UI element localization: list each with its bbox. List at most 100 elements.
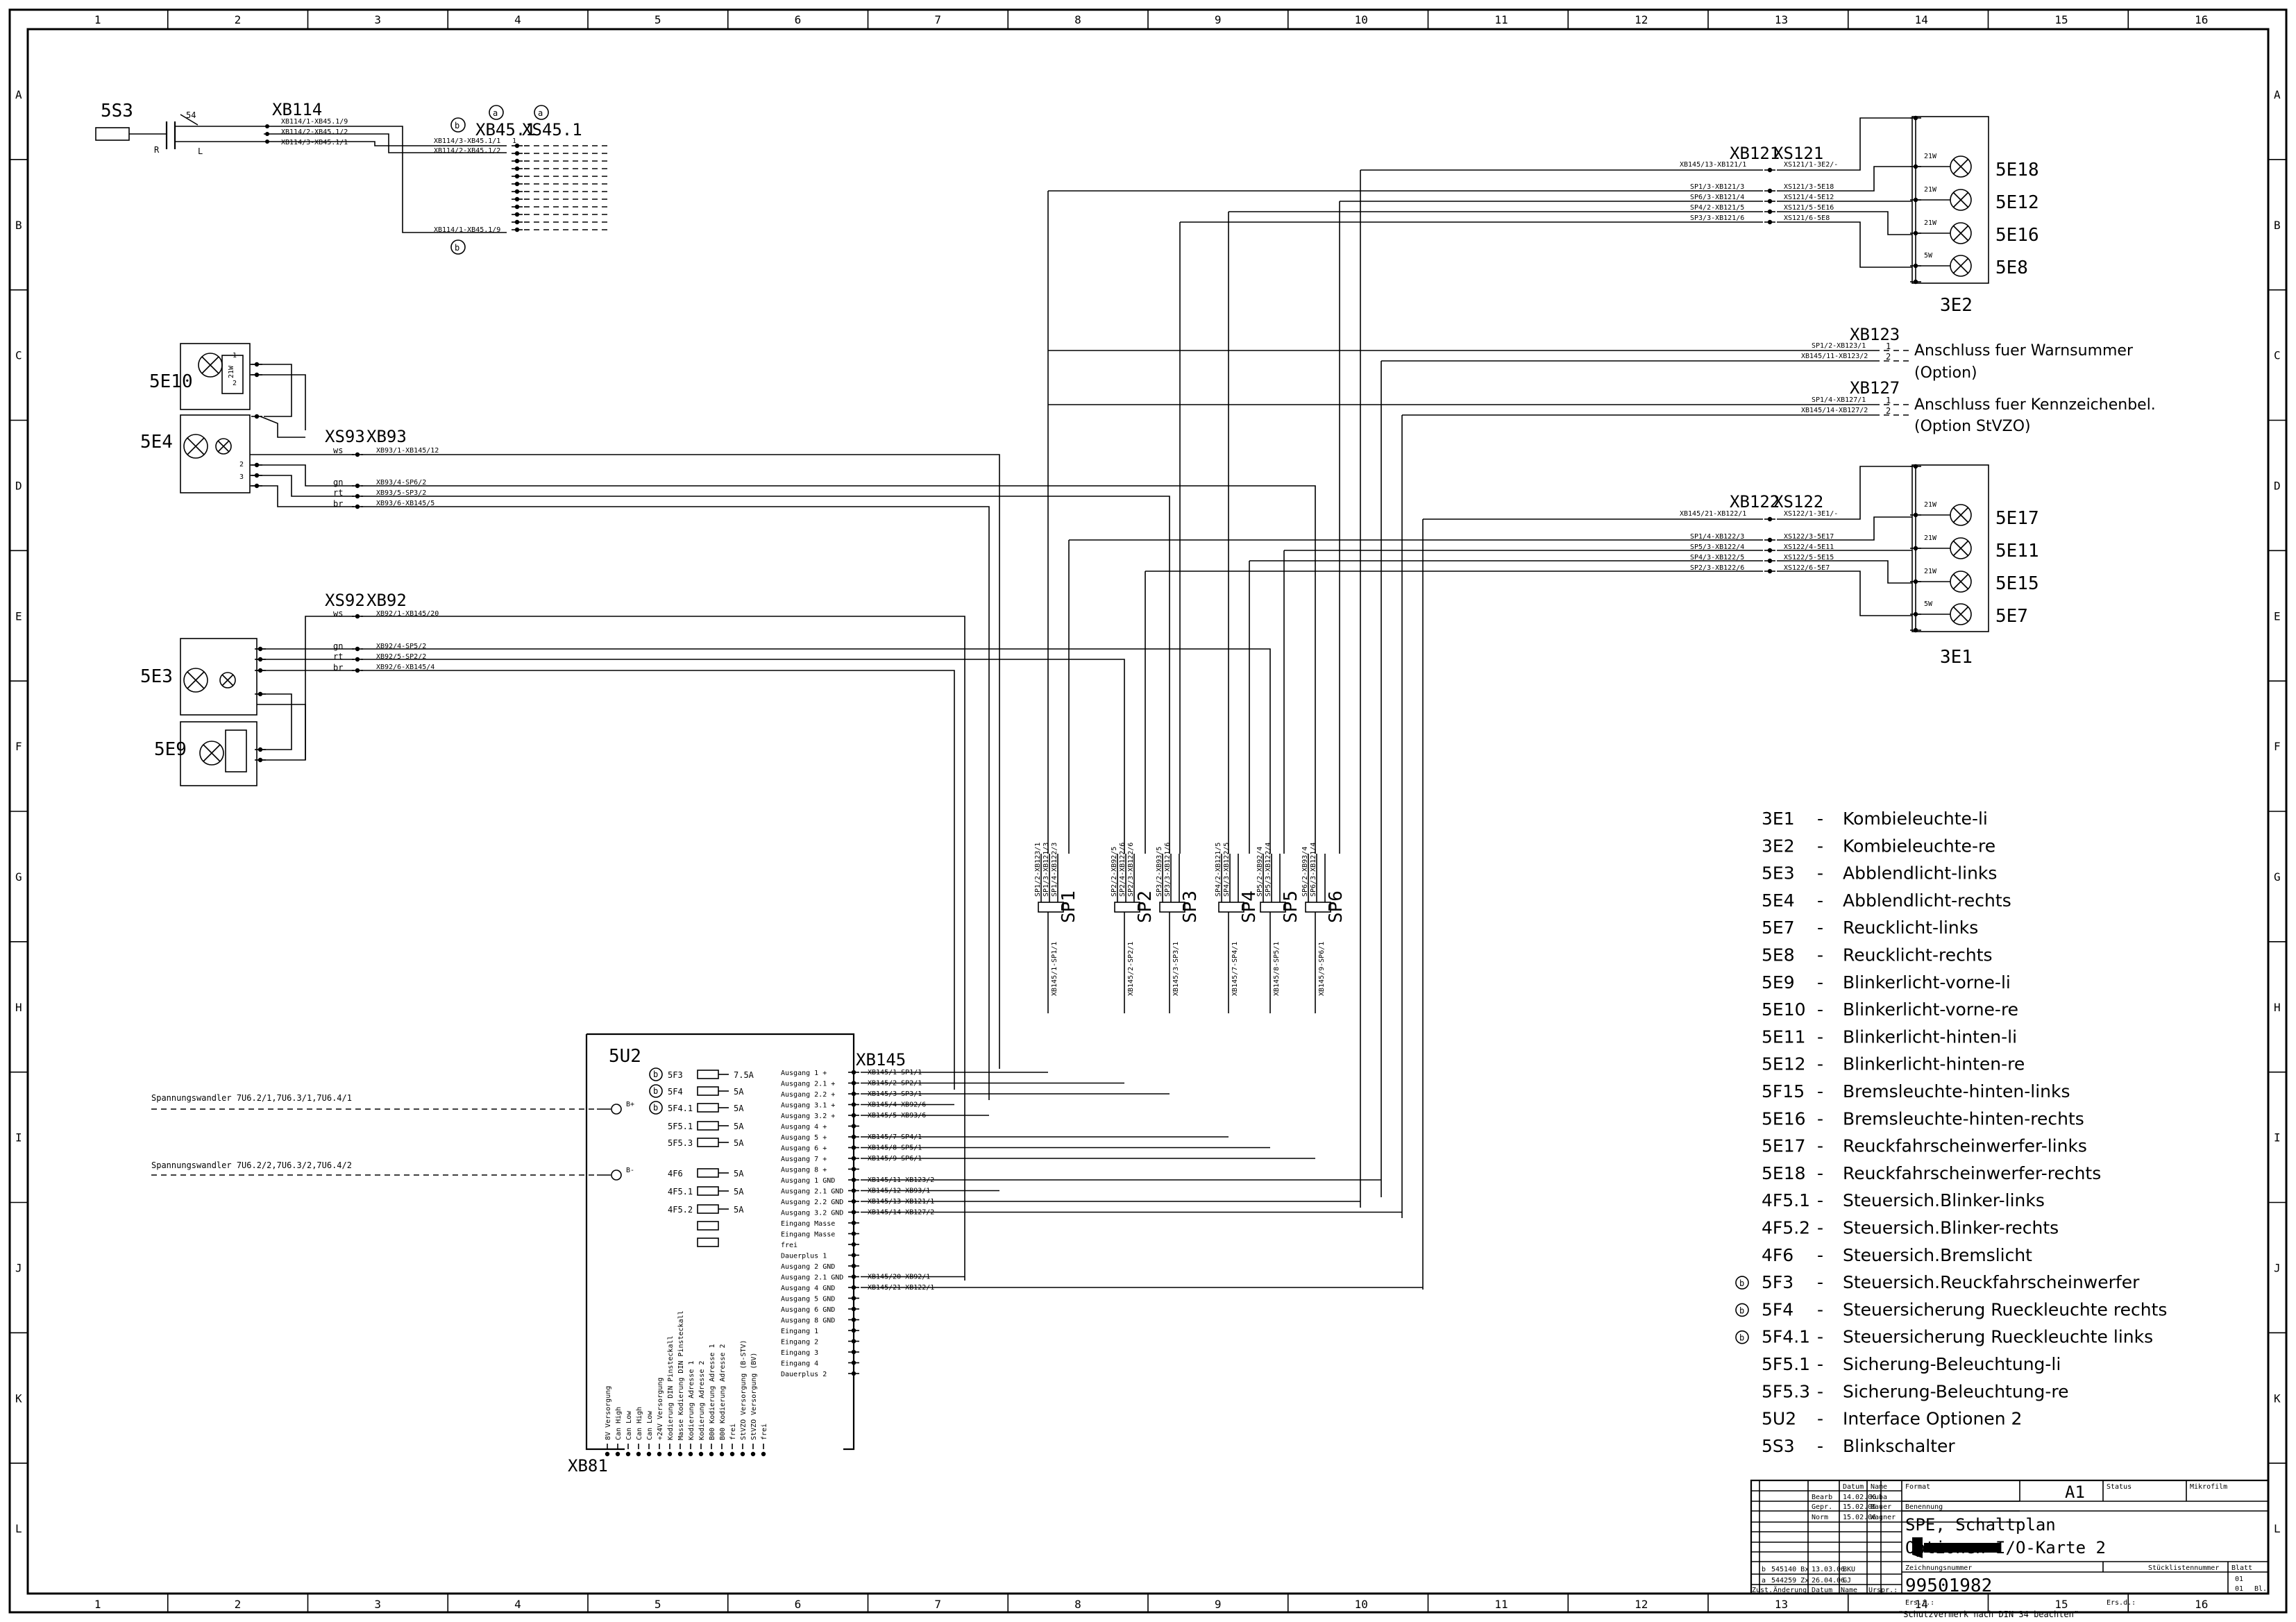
module-5u2-outline xyxy=(585,1033,855,1451)
grid-column-label: 15 xyxy=(2054,13,2068,26)
pin xyxy=(851,1134,856,1140)
spw1-label: Spannungswandler 7U6.2/1,7U6.3/1,7U6.4/1 xyxy=(151,1093,352,1103)
tb-rev-b-date: 13.03.06 xyxy=(1812,1566,1845,1573)
pin xyxy=(646,1451,652,1457)
pin xyxy=(355,493,360,499)
xs121-label: XS121 xyxy=(1773,144,1823,163)
xb145-port-label: Eingang 4 xyxy=(781,1360,818,1368)
pin xyxy=(1767,558,1773,564)
tb-name2: Name xyxy=(1841,1587,1857,1594)
xb145-label: XB145 xyxy=(856,1050,906,1070)
tb-datum: Datum xyxy=(1843,1483,1864,1491)
grid-column-label: 4 xyxy=(514,1598,521,1611)
fuse-rating: 5A xyxy=(734,1122,744,1131)
svg-text:XB114/3-XB45.1/1: XB114/3-XB45.1/1 xyxy=(281,139,348,146)
xb145-port-label: Eingang 1 xyxy=(781,1328,818,1335)
legend-description: Blinkerlicht-hinten-re xyxy=(1843,1054,2025,1074)
svg-text:2: 2 xyxy=(1886,406,1891,416)
pin xyxy=(514,181,520,187)
pin xyxy=(1767,198,1773,204)
svg-text:b: b xyxy=(455,243,459,253)
fuse-rating: 7.5A xyxy=(734,1070,754,1080)
splice-feed-label: XB145/1-SP1/1 xyxy=(1051,942,1058,996)
legend-dash: - xyxy=(1817,809,1823,829)
svg-text:SP1/2-XB123/1: SP1/2-XB123/1 xyxy=(1812,342,1866,350)
svg-text:XS122/1-3E1/-: XS122/1-3E1/- xyxy=(1784,510,1838,518)
xb145-port-label: Ausgang 6 GND xyxy=(781,1306,835,1314)
revision-mark-letter: b xyxy=(653,1070,658,1079)
pin xyxy=(1913,230,1918,236)
tb-format-label: Format xyxy=(1905,1483,1930,1491)
pin xyxy=(1767,188,1773,194)
lamp-cross xyxy=(1952,192,1969,208)
legend-dash: - xyxy=(1817,1218,1823,1238)
grid-column-label: 14 xyxy=(1915,1598,1928,1611)
tb-gepr-date: 15.02.06 xyxy=(1843,1503,1876,1511)
legend-description: Kombieleuchte-li xyxy=(1843,809,1988,829)
xb145-port-label: Eingang 2 xyxy=(781,1339,818,1346)
note-warnsummer-opt: (Option) xyxy=(1914,364,1977,382)
grid-column-label: 8 xyxy=(1074,13,1081,26)
xb145-port-label: Ausgang 5 GND xyxy=(781,1296,835,1303)
grid-row-label: H xyxy=(15,1001,22,1014)
lamp-5e3-main xyxy=(183,668,208,693)
legend-dash: - xyxy=(1817,918,1823,938)
legend-code: 4F5.1 xyxy=(1762,1190,1810,1210)
legend-code: 5E8 xyxy=(1762,945,1795,965)
pin xyxy=(750,1451,756,1457)
xb121-label: XB121 xyxy=(1730,144,1780,163)
xb81-port-label: StVZO Versorgung (B-STV) xyxy=(740,1340,748,1441)
svg-text:a: a xyxy=(493,108,498,118)
tb-blatt-label: Blatt xyxy=(2231,1564,2252,1572)
grid-column-label: 16 xyxy=(2195,13,2208,26)
svg-text:B-: B- xyxy=(626,1167,634,1174)
label-5e15: 5E15 xyxy=(1995,573,2039,594)
tb-rev-a: a xyxy=(1762,1577,1766,1585)
tb-blatt2: 01 xyxy=(2235,1585,2243,1593)
grid-column-label: 10 xyxy=(1355,1598,1368,1611)
legend-description: Reuckfahrscheinwerfer-links xyxy=(1843,1136,2087,1156)
svg-text:XB145/11-XB123/2: XB145/11-XB123/2 xyxy=(1801,353,1868,360)
grid-column-label: 2 xyxy=(235,1598,242,1611)
lamp-rating: 21W xyxy=(1924,501,1937,509)
splice-feed-label: XB145/7-SP4/1 xyxy=(1231,942,1239,996)
pin xyxy=(851,1231,856,1236)
label-5e16: 5E16 xyxy=(1995,225,2039,246)
svg-text:XS121/4-5E12: XS121/4-5E12 xyxy=(1784,194,1834,201)
grid-column-label: 3 xyxy=(374,1598,381,1611)
xb81-port-label: 8V Versorgung xyxy=(605,1386,612,1440)
pin xyxy=(1913,263,1918,269)
pin xyxy=(851,1081,856,1085)
tb-norm: Norm xyxy=(1812,1514,1828,1521)
pin xyxy=(605,1451,610,1457)
grid-column-label: 4 xyxy=(514,13,521,26)
fuse-label: 4F5.2 xyxy=(668,1205,693,1215)
grid-row-label: D xyxy=(15,479,22,492)
legend-description: Reuckfahrscheinwerfer-rechts xyxy=(1843,1163,2101,1183)
legend-code: 5E10 xyxy=(1762,999,1806,1020)
svg-text:XB114/2-XB45.1/2: XB114/2-XB45.1/2 xyxy=(434,147,500,155)
lamp-5e4-main xyxy=(183,434,208,459)
lamp-cross xyxy=(1952,158,1969,175)
legend-code: 5E3 xyxy=(1762,863,1795,884)
legend-revision-letter: b xyxy=(1739,1278,1744,1288)
tb-gepr-name: Bauer xyxy=(1871,1503,1891,1511)
splice-label: SP3 xyxy=(1180,890,1201,923)
legend-revision-mark xyxy=(1735,1276,1749,1290)
pin xyxy=(851,1328,856,1333)
pin xyxy=(657,1451,662,1457)
device-label-3e1: 3E1 xyxy=(1940,647,1973,668)
legend-description: Steuersicherung Rueckleuchte rechts xyxy=(1843,1299,2167,1319)
grid-row-label: D xyxy=(2274,479,2281,492)
pin xyxy=(514,151,520,156)
xb114-label: XB114 xyxy=(272,100,322,119)
pin xyxy=(851,1091,856,1097)
splice-wire-label: SP5/2-XB92/4 xyxy=(1256,847,1264,897)
xb145-port-label: Ausgang 4 + xyxy=(781,1124,827,1131)
svg-text:br: br xyxy=(333,499,343,509)
splice-wire-label: SP3/2-XB93/5 xyxy=(1156,847,1163,897)
svg-text:br: br xyxy=(333,663,343,673)
